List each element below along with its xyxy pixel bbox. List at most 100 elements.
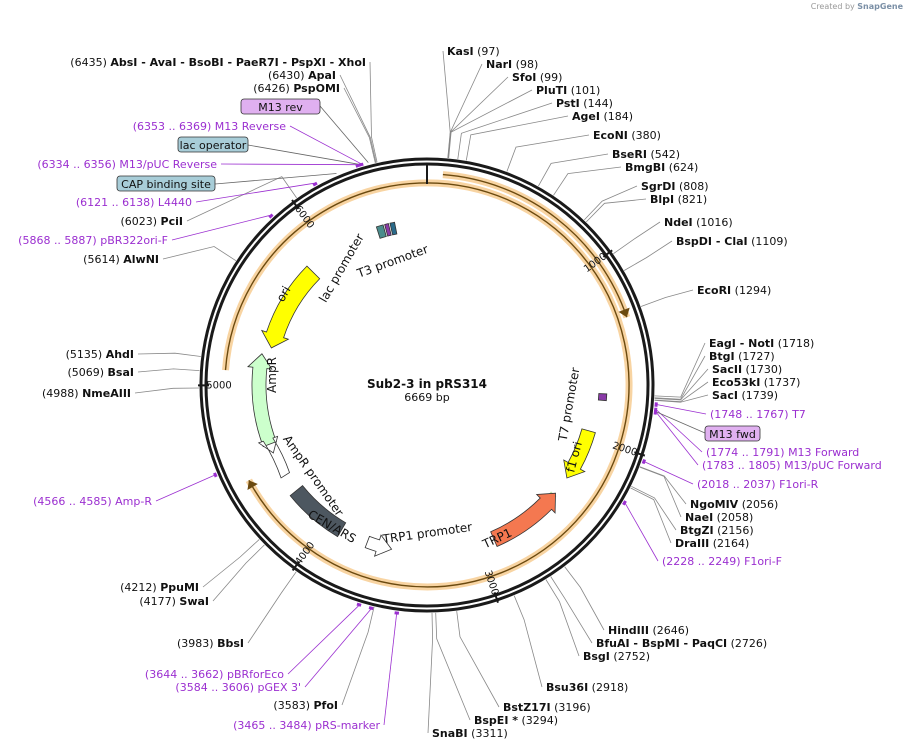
- site-label[interactable]: AgeI (184): [572, 110, 633, 123]
- site-label[interactable]: PluTI (101): [536, 84, 600, 97]
- site-label[interactable]: BsgI (2752): [583, 650, 650, 663]
- primer-marker[interactable]: [653, 410, 658, 415]
- credit-prefix: Created by: [810, 2, 855, 11]
- site-label[interactable]: SfoI (99): [512, 71, 562, 84]
- m13-fwd-label-box[interactable]: M13 fwd: [704, 425, 761, 442]
- cen-ars-feature[interactable]: [289, 485, 347, 538]
- site-position: (98): [512, 58, 538, 71]
- site-label[interactable]: (5069) BsaI: [67, 366, 134, 379]
- site-label[interactable]: (3583) PfoI: [273, 699, 338, 712]
- site-label[interactable]: PstI (144): [556, 97, 613, 110]
- primer-marker[interactable]: [368, 606, 374, 611]
- site-name: BsgI: [583, 650, 610, 663]
- site-label[interactable]: EcoRI (1294): [697, 284, 771, 297]
- site-leader: [456, 611, 500, 708]
- site-label[interactable]: DraIII (2164): [675, 537, 749, 550]
- primer-label[interactable]: (6353 .. 6369) M13 Reverse: [133, 120, 286, 133]
- site-label[interactable]: BtgZI (2156): [680, 524, 754, 537]
- primer-marker[interactable]: [356, 602, 362, 607]
- site-label[interactable]: SnaBI (3311): [432, 727, 508, 740]
- site-label[interactable]: (6023) PciI: [120, 215, 183, 228]
- primer-marker[interactable]: [355, 163, 361, 168]
- site-name: BsaI: [108, 366, 134, 379]
- primer-marker[interactable]: [268, 213, 274, 219]
- site-label[interactable]: (4988) NmeAIII: [42, 387, 131, 400]
- primer-label[interactable]: (6121 .. 6138) L4440: [76, 196, 192, 209]
- primer-label[interactable]: (1774 .. 1791) M13 Forward: [706, 446, 859, 459]
- site-name: NaeI: [685, 511, 713, 524]
- site-label[interactable]: (5614) AlwNI: [83, 253, 159, 266]
- f1-ori-feature[interactable]: [563, 428, 596, 479]
- ampr-promoter-feature[interactable]: [257, 435, 290, 479]
- site-label[interactable]: NarI (98): [486, 58, 538, 71]
- primer-label[interactable]: (3584 .. 3606) pGEX 3': [175, 681, 301, 694]
- tick-6000: [291, 199, 300, 210]
- primer-label[interactable]: (5868 .. 5887) pBR322ori-F: [18, 234, 168, 247]
- site-position: (5069): [67, 366, 107, 379]
- site-label[interactable]: (6430) ApaI: [268, 69, 336, 82]
- site-leader: [623, 240, 673, 271]
- site-label[interactable]: (6435) AbsI - AvaI - BsoBI - PaeR7I - Ps…: [70, 56, 366, 69]
- lac-operator-label-box[interactable]: lac operator: [177, 136, 249, 153]
- trp1-promoter-feature[interactable]: [364, 534, 393, 557]
- site-label[interactable]: Eco53kI (1737): [712, 376, 800, 389]
- site-label[interactable]: (6426) PspOMI: [253, 82, 340, 95]
- site-label[interactable]: (4212) PpuMI: [120, 581, 199, 594]
- site-label[interactable]: SacI (1739): [712, 389, 778, 402]
- site-label[interactable]: (5135) AhdI: [66, 348, 134, 361]
- site-label[interactable]: NdeI (1016): [664, 216, 733, 229]
- ampr-feature[interactable]: [247, 353, 277, 448]
- site-label[interactable]: BstZ17I (3196): [503, 701, 591, 714]
- cap-binding-site-label: CAP binding site: [121, 178, 211, 191]
- box-leader: [319, 105, 369, 163]
- m13-rev-feature[interactable]: [384, 223, 392, 237]
- site-leader: [134, 387, 200, 394]
- site-label[interactable]: BspDI - ClaI (1109): [676, 235, 788, 248]
- site-label[interactable]: EcoNI (380): [593, 129, 661, 142]
- site-label[interactable]: (4177) SwaI: [139, 595, 209, 608]
- primer-marker[interactable]: [641, 459, 647, 465]
- primer-marker[interactable]: [622, 500, 627, 506]
- site-label[interactable]: KasI (97): [447, 45, 500, 58]
- site-label[interactable]: SacII (1730): [712, 363, 782, 376]
- site-label[interactable]: BspEI * (3294): [474, 714, 558, 727]
- site-label[interactable]: Bsu36I (2918): [546, 681, 628, 694]
- lac-promoter-feature[interactable]: [389, 221, 398, 236]
- site-label[interactable]: EagI - NotI (1718): [709, 337, 814, 350]
- primer-label[interactable]: (6334 .. 6356) M13/pUC Reverse: [37, 158, 217, 171]
- site-label[interactable]: BmgBI (624): [625, 161, 698, 174]
- primer-marker[interactable]: [312, 181, 318, 187]
- primer-label[interactable]: (1748 .. 1767) T7: [710, 408, 806, 421]
- t7-promoter-feature[interactable]: [597, 393, 608, 402]
- site-label[interactable]: (3983) BbsI: [177, 637, 244, 650]
- site-position: (4177): [139, 595, 179, 608]
- primer-label[interactable]: (1783 .. 1805) M13/pUC Forward: [702, 459, 882, 472]
- primer-label[interactable]: (2228 .. 2249) F1ori-F: [662, 555, 782, 568]
- site-name: PpuMI: [160, 581, 199, 594]
- cap-binding-site-label-box[interactable]: CAP binding site: [116, 175, 216, 192]
- site-label[interactable]: NgoMIV (2056): [690, 498, 778, 511]
- primer-marker[interactable]: [394, 611, 400, 615]
- m13-rev-label-box[interactable]: M13 rev: [240, 98, 321, 115]
- lac-operator-feature[interactable]: [375, 224, 387, 239]
- site-label[interactable]: BseRI (542): [612, 148, 680, 161]
- site-label[interactable]: SgrDI (808): [641, 180, 709, 193]
- m13-fwd-label: M13 fwd: [709, 428, 756, 441]
- site-label[interactable]: BlpI (821): [650, 193, 707, 206]
- ori-feature[interactable]: [260, 265, 321, 349]
- trp1-feature[interactable]: [490, 492, 556, 547]
- site-label[interactable]: HindIII (2646): [608, 624, 689, 637]
- primer-label[interactable]: (4566 .. 4585) Amp-R: [33, 495, 152, 508]
- primer-range: (1783 .. 1805): [702, 459, 784, 472]
- primer-marker[interactable]: [213, 472, 218, 478]
- site-label[interactable]: BtgI (1727): [709, 350, 775, 363]
- primer-label[interactable]: (3465 .. 3484) pRS-marker: [233, 719, 380, 732]
- site-label[interactable]: NaeI (2058): [685, 511, 753, 524]
- site-label[interactable]: BfuAI - BspMI - PaqCI (2726): [596, 637, 767, 650]
- primer-leader: [383, 613, 397, 726]
- primer-label[interactable]: (2018 .. 2037) F1ori-R: [697, 478, 819, 491]
- site-name: EcoNI: [593, 129, 628, 142]
- site-leader: [162, 246, 237, 262]
- primer-label[interactable]: (3644 .. 3662) pBRforEco: [145, 668, 284, 681]
